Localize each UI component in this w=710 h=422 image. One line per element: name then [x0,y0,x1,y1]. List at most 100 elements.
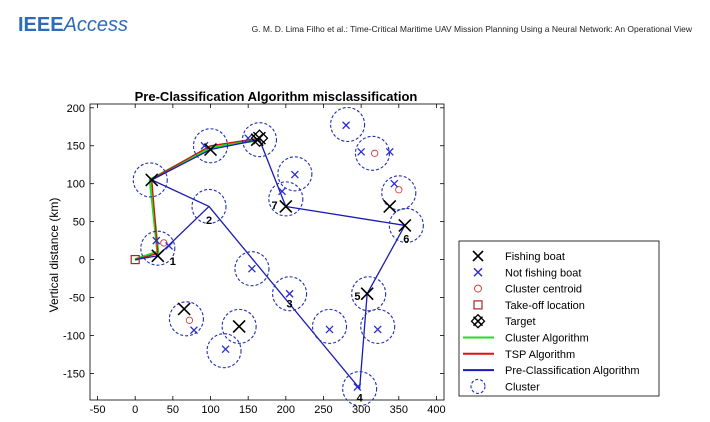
not-fishing-boat-point-stroke-b [152,236,161,245]
journal-logo-italic: Access [63,14,129,36]
legend-centroid-symbol [474,284,482,293]
y-tick-label: 100 [67,179,85,191]
fishing-boat-point [145,173,159,187]
y-tick-label: 0 [79,255,85,267]
fishing-boat-point-stroke-b [279,199,293,214]
not-fishing-boat-point-stroke-b [247,264,256,273]
point-label: 5 [354,291,360,303]
not-fishing-boat-point [247,264,256,273]
fishing-boat-point [398,218,412,233]
legend-fishing-symbol-stroke-b [472,250,484,262]
cluster-circle [381,175,417,211]
point-label: 3 [287,299,293,311]
pre-path-line [135,139,406,390]
not-fishing-boat-point-stroke-b [200,141,209,150]
cluster-circle [132,162,168,198]
cluster-circle [192,128,229,164]
cluster-circle [351,276,387,312]
fishing-boat-point [177,302,191,316]
fishing-boat-point-stroke-b [151,249,165,263]
cluster-circle [234,251,270,287]
x-tick-label: -50 [90,404,106,416]
running-title: G. M. D. Lima Filho et al.: Time-Critica… [251,24,692,34]
fishing-boat-point-stroke-b [203,142,218,157]
cluster-centroid-point [160,239,168,247]
point-label: 7 [271,200,277,212]
fishing-boat-point-stroke-b [177,302,191,316]
cluster-circle [360,308,396,344]
cluster-circle [388,207,424,243]
legend-target-label: Target [505,316,536,328]
not-fishing-boat-point [152,236,161,245]
x-tick-label: 400 [427,404,445,416]
not-fishing-boat-point [342,121,351,130]
fishing-boat-point [360,287,374,301]
x-tick-label: 300 [352,404,370,416]
cluster-circle [191,188,227,225]
legend-fishing-label: Fishing boat [505,251,565,263]
cluster-circle [330,106,366,143]
x-tick-label: 0 [132,404,138,416]
not-fishing-boat-point [373,325,382,334]
point-label: 2 [206,215,212,227]
cluster-circle [221,308,257,344]
not-fishing-boat-point-stroke-b [285,289,294,298]
legend-not-fishing-symbol [473,267,483,277]
not-fishing-boat-point [244,134,253,143]
not-fishing-boat-point-stroke-b [165,241,174,250]
point-label: 4 [357,393,364,405]
fishing-boat-point-stroke-b [360,287,374,301]
not-fishing-boat-point [353,383,362,392]
journal-logo: IEEEAccess [18,14,128,37]
not-fishing-boat-point-stroke-b [221,345,230,354]
journal-logo-bold: IEEE [18,14,64,36]
not-fishing-boat-point-stroke-b [390,179,399,188]
x-tick-label: 350 [390,404,408,416]
legend-takeoff-label: Take-off location [505,300,585,312]
not-fishing-boat-point [390,179,399,188]
clusters-layer [132,106,424,407]
fishing-boat-point [232,319,246,333]
fishing-boat-point [151,249,165,263]
y-tick-label: -150 [63,368,85,380]
y-tick-label: -50 [69,293,85,305]
x-tick-label: 150 [239,404,257,416]
not-fishing-boat-point [278,187,287,196]
not-fishing-boat-point-stroke-b [290,170,299,179]
y-axis-label: Vertical distance (km) [47,198,61,313]
legend-tsp-path-label: TSP Algorithm [505,349,575,361]
fishing-boat-point-stroke-b [398,218,412,233]
cluster-centroid-point [185,316,194,324]
not-fishing-boat-point [285,289,294,298]
fishing-boat-point-stroke-b [383,199,397,214]
legend-takeoff-symbol [473,300,483,310]
fishing-boat-point-stroke-b [145,173,159,187]
legend-pre-path-label: Pre-Classification Algorithm [505,365,640,377]
not-fishing-boat-point [189,326,198,335]
target-point-diamond [250,129,269,148]
x-tick-label: 100 [201,404,219,416]
cluster-circle [272,276,308,312]
not-fishing-boat-point [221,345,230,354]
cluster-circle [354,135,390,171]
x-tick-label: 200 [277,404,295,416]
not-fishing-boat-point [325,325,334,334]
cluster-path-line [134,138,260,262]
not-fishing-boat-point [165,241,174,250]
points-layer [130,121,412,392]
legend-centroid-label: Cluster centroid [505,284,582,296]
cluster-circle [168,301,204,337]
cluster-circle [277,156,313,192]
cluster-circle [140,230,176,266]
not-fishing-boat-point [357,147,366,156]
chart-title: Pre-Classification Algorithm misclassifi… [135,89,418,104]
plot-frame [89,103,445,401]
not-fishing-boat-point-stroke-b [342,121,351,130]
cluster-circle [268,181,304,217]
not-fishing-boat-point [385,147,394,156]
fishing-boat-point-stroke-b [232,319,246,333]
not-fishing-boat-point-stroke-b [385,147,394,156]
legend-target-symbol [470,313,486,329]
